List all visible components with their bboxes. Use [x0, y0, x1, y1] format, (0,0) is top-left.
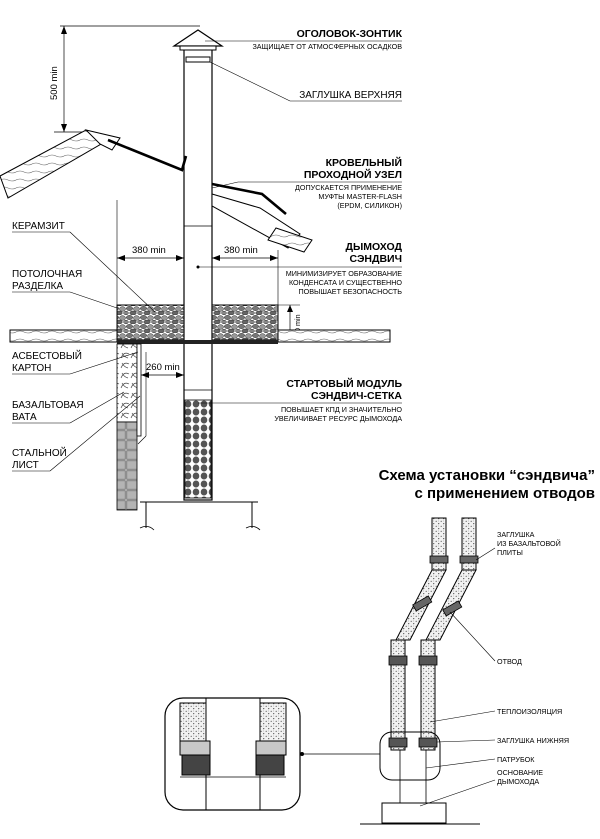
label-dym-d3: ПОВЫШАЕТ БЕЗОПАСНОСТЬ — [298, 287, 402, 296]
brick-wall — [116, 343, 147, 511]
label-zaglushka-top: ЗАГЛУШКА ВЕРХНЯЯ — [299, 90, 402, 101]
label-vata-1: БАЗАЛЬТОВАЯ — [12, 400, 84, 411]
scheme-title-line2: с применением отводов — [414, 485, 595, 502]
label-list-2: ЛИСТ — [12, 460, 39, 471]
dim-380-right-text: 380 min — [224, 245, 258, 256]
scheme-title-line1: Схема установки “сэндвича” — [379, 467, 595, 484]
dim-380-left-text: 380 min — [132, 245, 166, 256]
scheme-label-teplo: ТЕПЛОИЗОЛЯЦИЯ — [497, 707, 562, 716]
scheme-label-z3: ПЛИТЫ — [497, 548, 523, 557]
scheme-label-otvod: ОТВОД — [497, 657, 522, 666]
steel-sheet — [117, 340, 278, 344]
roof — [0, 129, 313, 253]
label-dym-1: ДЫМОХОД — [345, 241, 402, 253]
dim-260-text: 260 min — [146, 362, 180, 373]
label-razdelka-2: РАЗДЕЛКА — [12, 281, 63, 292]
dim-70-text: 70 min — [293, 314, 302, 336]
scheme-label-osn2: ДЫМОХОДА — [497, 777, 539, 786]
label-list-1: СТАЛЬНОЙ — [12, 446, 67, 459]
label-zontik-desc: ЗАЩИЩАЕТ ОТ АТМОСФЕРНЫХ ОСАДКОВ — [252, 42, 402, 51]
scheme-label-z2: ИЗ БАЗАЛЬТОВОЙ — [497, 539, 561, 548]
label-karton-1: АСБЕСТОВЫЙ — [12, 349, 82, 362]
sandwich-mesh-module — [184, 399, 212, 499]
detail-inset — [164, 697, 380, 811]
dim-500-text: 500 min — [49, 66, 60, 100]
umbrella-cap — [172, 29, 224, 63]
label-start-d2: УВЕЛИЧИВАЕТ РЕСУРС ДЫМОХОДА — [274, 414, 402, 423]
right-labels: ОГОЛОВОК-ЗОНТИК ЗАЩИЩАЕТ ОТ АТМОСФЕРНЫХ … — [196, 28, 403, 423]
label-krov-1: КРОВЕЛЬНЫЙ — [326, 156, 402, 169]
foundation — [139, 501, 261, 531]
label-krov-d1: ДОПУСКАЕТСЯ ПРИМЕНЕНИЕ — [295, 183, 402, 192]
label-dym-2: СЭНДВИЧ — [350, 253, 403, 265]
elbow-scheme: ЗАГЛУШКА ИЗ БАЗАЛЬТОВОЙ ПЛИТЫ ОТВОД ТЕПЛ… — [360, 517, 569, 825]
left-labels: КЕРАМЗИТ ПОТОЛОЧНАЯ РАЗДЕЛКА АСБЕСТОВЫЙ … — [12, 221, 156, 472]
label-start-2: СЭНДВИЧ-СЕТКА — [311, 390, 402, 402]
label-krov-d3: (EPDM, СИЛИКОН) — [337, 201, 402, 210]
label-start-1: СТАРТОВЫЙ МОДУЛЬ — [286, 377, 402, 390]
label-razdelka-1: ПОТОЛОЧНАЯ — [12, 269, 82, 280]
scheme-label-patrubok: ПАТРУБОК — [497, 755, 535, 764]
expanded-clay-right — [211, 304, 279, 341]
ceiling-right — [277, 329, 391, 343]
ceiling-left — [9, 329, 118, 343]
label-dym-d2: КОНДЕНСАТА И СУЩЕСТВЕННО — [289, 278, 402, 287]
label-start-d1: ПОВЫШАЕТ КПД И ЗНАЧИТЕЛЬНО — [281, 405, 402, 414]
expanded-clay-left — [116, 304, 185, 341]
label-krov-d2: МУФТЫ MASTER-FLASH — [318, 192, 402, 201]
label-dym-d1: МИНИМИЗИРУЕТ ОБРАЗОВАНИЕ — [286, 269, 402, 278]
label-karton-2: КАРТОН — [12, 363, 51, 374]
scheme-label-zagl-niz: ЗАГЛУШКА НИЖНЯЯ — [497, 736, 569, 745]
label-keramzit: КЕРАМЗИТ — [12, 221, 65, 232]
scheme-label-z1: ЗАГЛУШКА — [497, 530, 535, 539]
scheme-label-osn1: ОСНОВАНИЕ — [497, 768, 543, 777]
label-vata-2: ВАТА — [12, 412, 37, 423]
label-zontik: ОГОЛОВОК-ЗОНТИК — [297, 28, 403, 40]
dimension-260: 260 min — [141, 362, 184, 378]
main-drawing: 500 min 380 min 380 min — [0, 25, 403, 531]
label-krov-2: ПРОХОДНОЙ УЗЕЛ — [304, 168, 402, 181]
dimension-500: 500 min — [49, 25, 200, 133]
